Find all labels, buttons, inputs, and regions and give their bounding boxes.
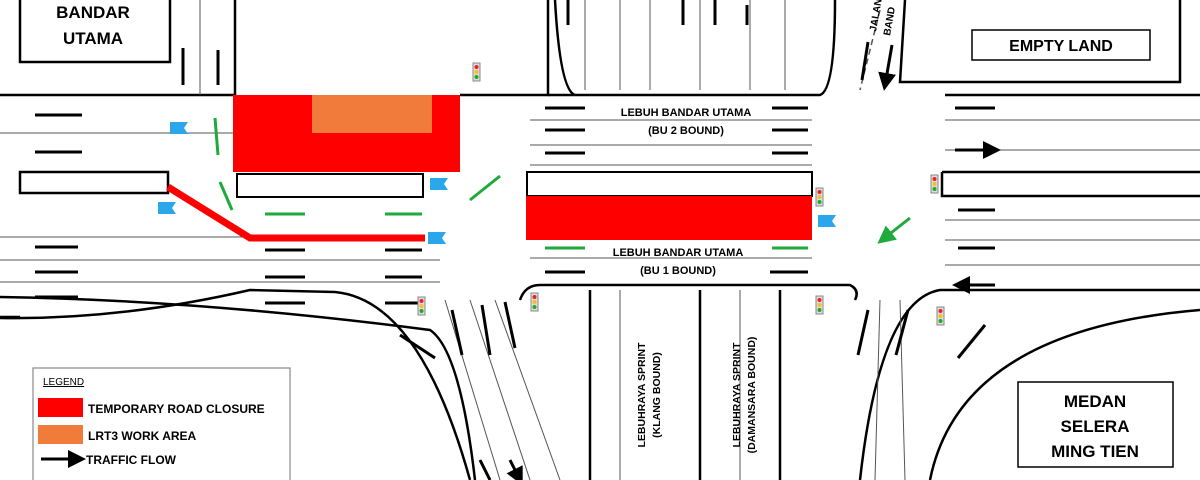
- empty-land-box: [971, 29, 1151, 61]
- median-center: [526, 171, 813, 197]
- median-left: [236, 173, 424, 198]
- medan-selera-box: [1017, 381, 1174, 468]
- road-label: JALAN: [868, 0, 885, 33]
- legend-closure-swatch: [38, 398, 83, 417]
- place-label: EMPTY LAND: [1009, 38, 1113, 55]
- legend-item: TRAFFIC FLOW: [86, 453, 177, 467]
- lrt3-work-area: [312, 95, 432, 133]
- road-label: (BU 2 BOUND): [648, 125, 724, 137]
- road-label: (DAMANSARA BOUND): [746, 337, 758, 454]
- legend: LEGEND TEMPORARY ROAD CLOSURE LRT3 WORK …: [32, 367, 291, 480]
- road-label: BAND: [882, 6, 898, 36]
- road-closure-line: [166, 184, 425, 242]
- road-label: (BU 1 BOUND): [640, 265, 716, 277]
- diversion-arrows: [213, 117, 911, 248]
- traffic-flow-arrows: [35, 0, 995, 480]
- place-label: SELERA: [1061, 417, 1130, 436]
- road-label: LEBUHRAYA SPRINT: [731, 342, 743, 448]
- flag-icons: [158, 122, 836, 244]
- legend-work-area-swatch: [38, 425, 83, 444]
- place-label: UTAMA: [63, 29, 123, 48]
- road-label: LEBUHRAYA SPRINT: [636, 342, 648, 448]
- place-label: MING TIEN: [1051, 442, 1139, 461]
- road-label: LEBUH BANDAR UTAMA: [613, 247, 744, 259]
- place-label: MEDAN: [1064, 392, 1126, 411]
- legend-item: LRT3 WORK AREA: [88, 429, 197, 443]
- traffic-light-icons: [417, 62, 945, 326]
- place-label: BANDAR: [56, 3, 130, 22]
- road-label: LEBUH BANDAR UTAMA: [621, 107, 752, 119]
- legend-item: TEMPORARY ROAD CLOSURE: [88, 402, 265, 416]
- road-closure-bu1: [526, 196, 812, 240]
- road-label: (KLANG BOUND): [651, 352, 663, 438]
- legend-title: LEGEND: [43, 377, 84, 388]
